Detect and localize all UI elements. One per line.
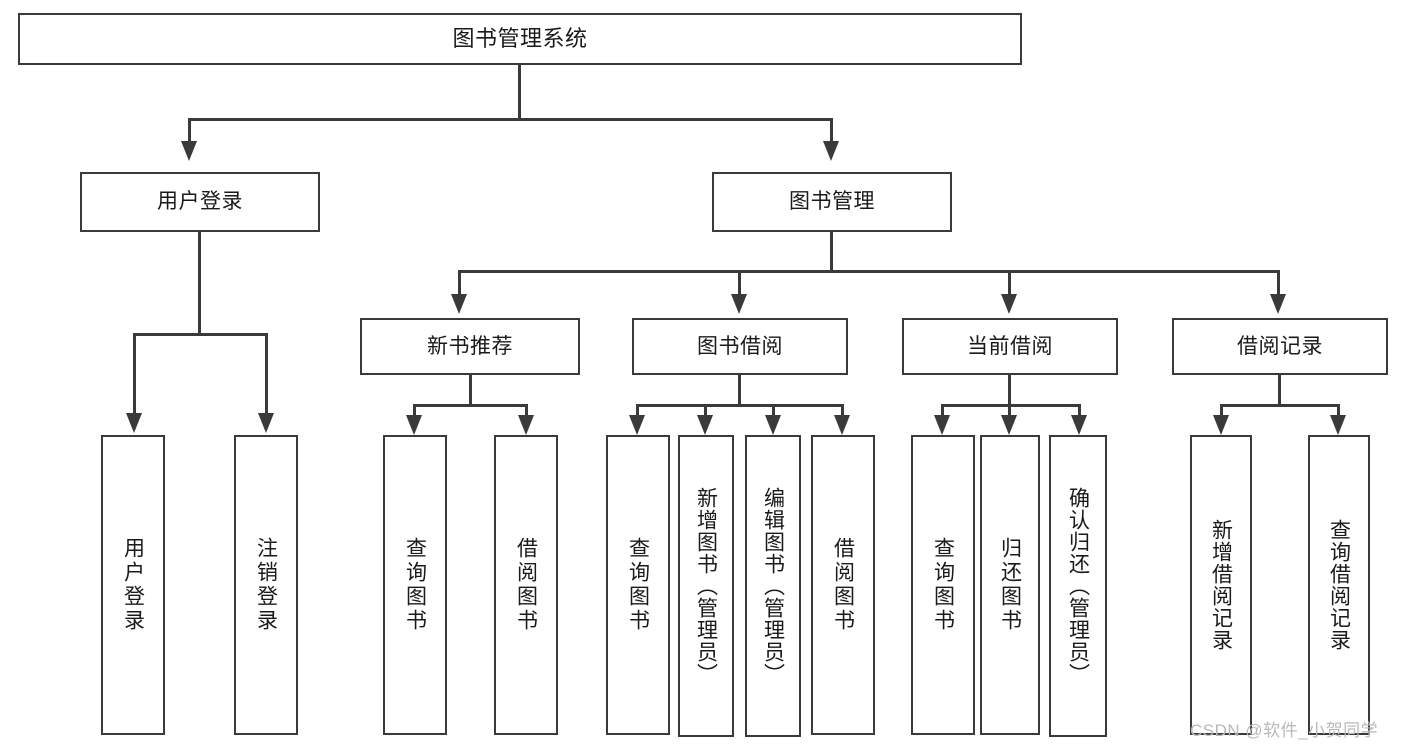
node-borrow-record[interactable]: 借阅记录 bbox=[1172, 318, 1388, 375]
node-label: 用户登录 bbox=[121, 537, 145, 633]
node-label: 图书管理系统 bbox=[452, 25, 588, 51]
leaf-borrow-record-query-record[interactable]: 查询借阅记录 bbox=[1308, 435, 1370, 735]
leaf-book-borrow-edit-book-admin[interactable]: 编辑图书（管理员） bbox=[745, 435, 801, 737]
node-root-book-management-system[interactable]: 图书管理系统 bbox=[18, 13, 1022, 65]
node-book-management[interactable]: 图书管理 bbox=[712, 172, 952, 232]
connector-current-borrow-bus bbox=[941, 404, 1081, 407]
leaf-new-book-borrow-book[interactable]: 借阅图书 bbox=[494, 435, 558, 735]
node-label: 查询图书 bbox=[931, 537, 955, 633]
arrowhead-book-borrow-leaf-1 bbox=[629, 415, 645, 435]
connector-new-book-drop-1 bbox=[413, 404, 416, 418]
arrowhead-user-login-leaf-2 bbox=[258, 413, 274, 433]
node-label: 借阅图书 bbox=[831, 537, 855, 633]
connector-level2-bus bbox=[458, 270, 1280, 273]
arrowhead-to-book-borrow bbox=[731, 294, 747, 314]
connector-level2-drop-2 bbox=[738, 270, 741, 296]
arrowhead-borrow-record-leaf-1 bbox=[1213, 415, 1229, 435]
connector-user-login-stem bbox=[198, 232, 201, 335]
arrowhead-book-borrow-leaf-4 bbox=[834, 415, 850, 435]
connector-root-drop-left bbox=[188, 118, 191, 143]
leaf-current-borrow-query-book[interactable]: 查询图书 bbox=[911, 435, 975, 735]
arrowhead-to-book-management bbox=[823, 141, 839, 161]
connector-book-borrow-stem bbox=[738, 375, 741, 406]
connector-root-bus bbox=[188, 118, 833, 121]
leaf-book-borrow-borrow-book[interactable]: 借阅图书 bbox=[811, 435, 875, 735]
node-label: 借阅图书 bbox=[514, 537, 538, 633]
leaf-borrow-record-add-record[interactable]: 新增借阅记录 bbox=[1190, 435, 1252, 735]
connector-book-borrow-drop-2 bbox=[704, 404, 707, 418]
leaf-book-borrow-query-book[interactable]: 查询图书 bbox=[606, 435, 670, 735]
arrowhead-new-book-leaf-2 bbox=[518, 415, 534, 435]
arrowhead-new-book-leaf-1 bbox=[406, 415, 422, 435]
connector-borrow-record-bus bbox=[1220, 404, 1340, 407]
connector-book-borrow-drop-3 bbox=[772, 404, 775, 418]
node-new-book-recommend[interactable]: 新书推荐 bbox=[360, 318, 580, 375]
connector-user-login-bus bbox=[133, 333, 268, 336]
arrowhead-current-borrow-leaf-2 bbox=[1001, 415, 1017, 435]
node-label: 新增图书（管理员） bbox=[694, 487, 718, 685]
node-user-login[interactable]: 用户登录 bbox=[80, 172, 320, 232]
node-label: 查询图书 bbox=[403, 537, 427, 633]
leaf-new-book-query-book[interactable]: 查询图书 bbox=[383, 435, 447, 735]
node-label: 借阅记录 bbox=[1237, 334, 1323, 358]
leaf-user-login-login[interactable]: 用户登录 bbox=[101, 435, 165, 735]
node-label: 当前借阅 bbox=[967, 334, 1053, 358]
leaf-book-borrow-add-book-admin[interactable]: 新增图书（管理员） bbox=[678, 435, 734, 737]
leaf-user-login-logout[interactable]: 注销登录 bbox=[234, 435, 298, 735]
connector-new-book-stem bbox=[469, 375, 472, 406]
leaf-current-borrow-return-book[interactable]: 归还图书 bbox=[980, 435, 1040, 735]
connector-borrow-record-drop-2 bbox=[1337, 404, 1340, 418]
connector-new-book-drop-2 bbox=[525, 404, 528, 418]
arrowhead-current-borrow-leaf-1 bbox=[934, 415, 950, 435]
arrowhead-borrow-record-leaf-2 bbox=[1330, 415, 1346, 435]
node-label: 用户登录 bbox=[157, 190, 243, 214]
arrowhead-to-new-book-recommend bbox=[451, 294, 467, 314]
node-label: 新书推荐 bbox=[427, 334, 513, 358]
connector-current-borrow-drop-3 bbox=[1078, 404, 1081, 418]
connector-book-borrow-bus bbox=[636, 404, 844, 407]
connector-current-borrow-drop-1 bbox=[941, 404, 944, 418]
connector-level2-drop-4 bbox=[1277, 270, 1280, 296]
connector-book-borrow-drop-1 bbox=[636, 404, 639, 418]
connector-user-login-drop-2 bbox=[265, 333, 268, 415]
leaf-current-borrow-confirm-return-admin[interactable]: 确认归还（管理员） bbox=[1049, 435, 1107, 737]
connector-user-login-drop-1 bbox=[133, 333, 136, 415]
connector-level2-drop-1 bbox=[458, 270, 461, 296]
arrowhead-to-borrow-record bbox=[1270, 294, 1286, 314]
node-label: 注销登录 bbox=[254, 537, 278, 633]
connector-root-stem bbox=[518, 65, 521, 119]
arrowhead-user-login-leaf-1 bbox=[126, 413, 142, 433]
node-label: 归还图书 bbox=[998, 537, 1022, 633]
connector-current-borrow-drop-2 bbox=[1008, 404, 1011, 418]
connector-current-borrow-stem bbox=[1008, 375, 1011, 406]
node-label: 编辑图书（管理员） bbox=[761, 487, 785, 685]
node-label: 查询借阅记录 bbox=[1327, 519, 1351, 651]
node-label: 图书管理 bbox=[789, 190, 875, 214]
arrowhead-current-borrow-leaf-3 bbox=[1071, 415, 1087, 435]
arrowhead-book-borrow-leaf-2 bbox=[697, 415, 713, 435]
arrowhead-to-current-borrow bbox=[1001, 294, 1017, 314]
connector-level2-drop-3 bbox=[1008, 270, 1011, 296]
connector-root-drop-right bbox=[830, 118, 833, 143]
node-book-borrow[interactable]: 图书借阅 bbox=[632, 318, 848, 375]
arrowhead-book-borrow-leaf-3 bbox=[765, 415, 781, 435]
arrowhead-to-user-login bbox=[181, 141, 197, 161]
node-label: 查询图书 bbox=[626, 537, 650, 633]
node-label: 图书借阅 bbox=[697, 334, 783, 358]
node-label: 新增借阅记录 bbox=[1209, 519, 1233, 651]
node-label: 确认归还（管理员） bbox=[1066, 487, 1090, 685]
connector-new-book-bus bbox=[413, 404, 528, 407]
connector-book-borrow-drop-4 bbox=[841, 404, 844, 418]
connector-book-management-stem bbox=[830, 232, 833, 272]
node-current-borrow[interactable]: 当前借阅 bbox=[902, 318, 1118, 375]
connector-borrow-record-stem bbox=[1278, 375, 1281, 406]
watermark-text: CSDN @软件_小贺同学 bbox=[1190, 721, 1379, 740]
connector-borrow-record-drop-1 bbox=[1220, 404, 1223, 418]
